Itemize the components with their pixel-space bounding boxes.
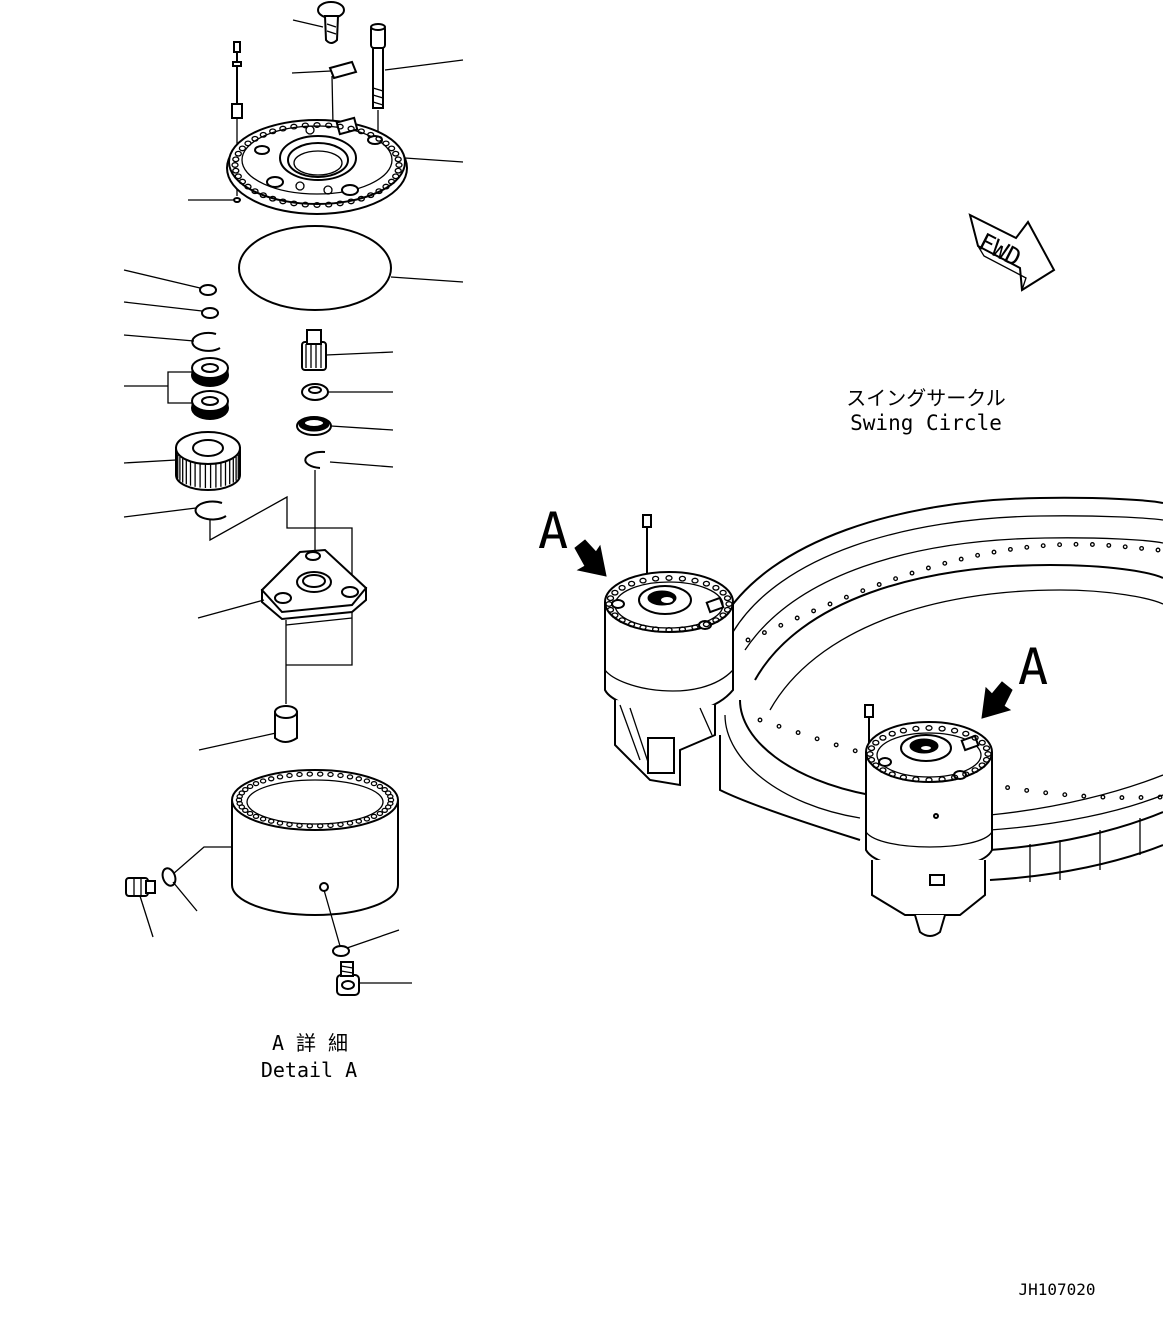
- leader-line: [172, 881, 198, 912]
- swing-circle-view: FWD スイングサークル Swing Circle: [538, 213, 1163, 937]
- drain-plug-part: [125, 877, 156, 897]
- leader-line: [123, 269, 201, 289]
- bearing-part: [191, 390, 229, 420]
- washer-part: [301, 383, 329, 401]
- leader-line: [390, 276, 464, 283]
- main-caption-jp: スイングサークル: [846, 386, 1005, 410]
- view-arrow-icon: [981, 681, 1013, 719]
- snap-ring-part: [304, 450, 326, 469]
- leader-line: [123, 459, 177, 464]
- main-caption-en: Swing Circle: [850, 411, 1002, 435]
- bearing-part: [191, 357, 229, 387]
- leader-line: [123, 507, 197, 518]
- leader-line: [292, 19, 324, 28]
- leader-line: [123, 301, 203, 312]
- view-arrow-icon: [574, 539, 607, 577]
- view-marker-left: A: [538, 502, 568, 560]
- drawing-number: JH107020: [1018, 1280, 1095, 1299]
- leader-line: [404, 157, 464, 163]
- small-o-ring-part: [161, 867, 177, 887]
- pin-part: [274, 705, 298, 743]
- level-gauge-part: [231, 41, 243, 203]
- small-o-ring-part: [201, 307, 219, 319]
- leader-line: [197, 599, 265, 619]
- leader-line: [384, 59, 464, 71]
- leader-line: [139, 895, 154, 938]
- leader-line: [291, 70, 332, 74]
- detail-caption-jp: A 詳 細: [272, 1031, 348, 1055]
- planet-carrier-part: [260, 548, 368, 621]
- seal-ring-part: [296, 416, 332, 436]
- view-marker-right: A: [1018, 638, 1048, 696]
- leader-line: [325, 351, 394, 356]
- leader-line: [346, 929, 400, 949]
- planet-gear-part: [175, 431, 241, 491]
- fwd-arrow-icon: FWD: [968, 213, 1056, 292]
- ring-gear-housing-part: [231, 769, 399, 916]
- drain-plug-part: [336, 961, 360, 996]
- snap-ring-part: [194, 500, 227, 521]
- sun-gear-part: [301, 329, 327, 371]
- leader-line: [329, 461, 394, 468]
- leader-line: [330, 425, 394, 431]
- leader-line: [172, 846, 233, 875]
- assembly-guide-line: [209, 495, 353, 597]
- leader-line: [198, 732, 277, 751]
- small-o-ring-part: [199, 284, 217, 296]
- leader-bracket: [167, 371, 192, 404]
- large-o-ring-part: [238, 225, 392, 311]
- leader-line: [123, 334, 195, 342]
- swing-circle-ring: [719, 496, 1163, 882]
- detail-caption-en: Detail A: [261, 1058, 357, 1082]
- swing-machinery-right: [864, 704, 993, 937]
- lock-plate-part: [328, 60, 358, 80]
- small-o-ring-part: [332, 945, 350, 957]
- motor-flange-cover-part: [226, 116, 408, 215]
- carriage-bolt-part: [317, 1, 345, 44]
- socket-bolt-part: [370, 23, 386, 109]
- swing-machinery-left: [604, 514, 734, 787]
- snap-ring-part: [191, 331, 221, 352]
- detail-a-exploded-view: A 詳 細 Detail A: [123, 1, 464, 1082]
